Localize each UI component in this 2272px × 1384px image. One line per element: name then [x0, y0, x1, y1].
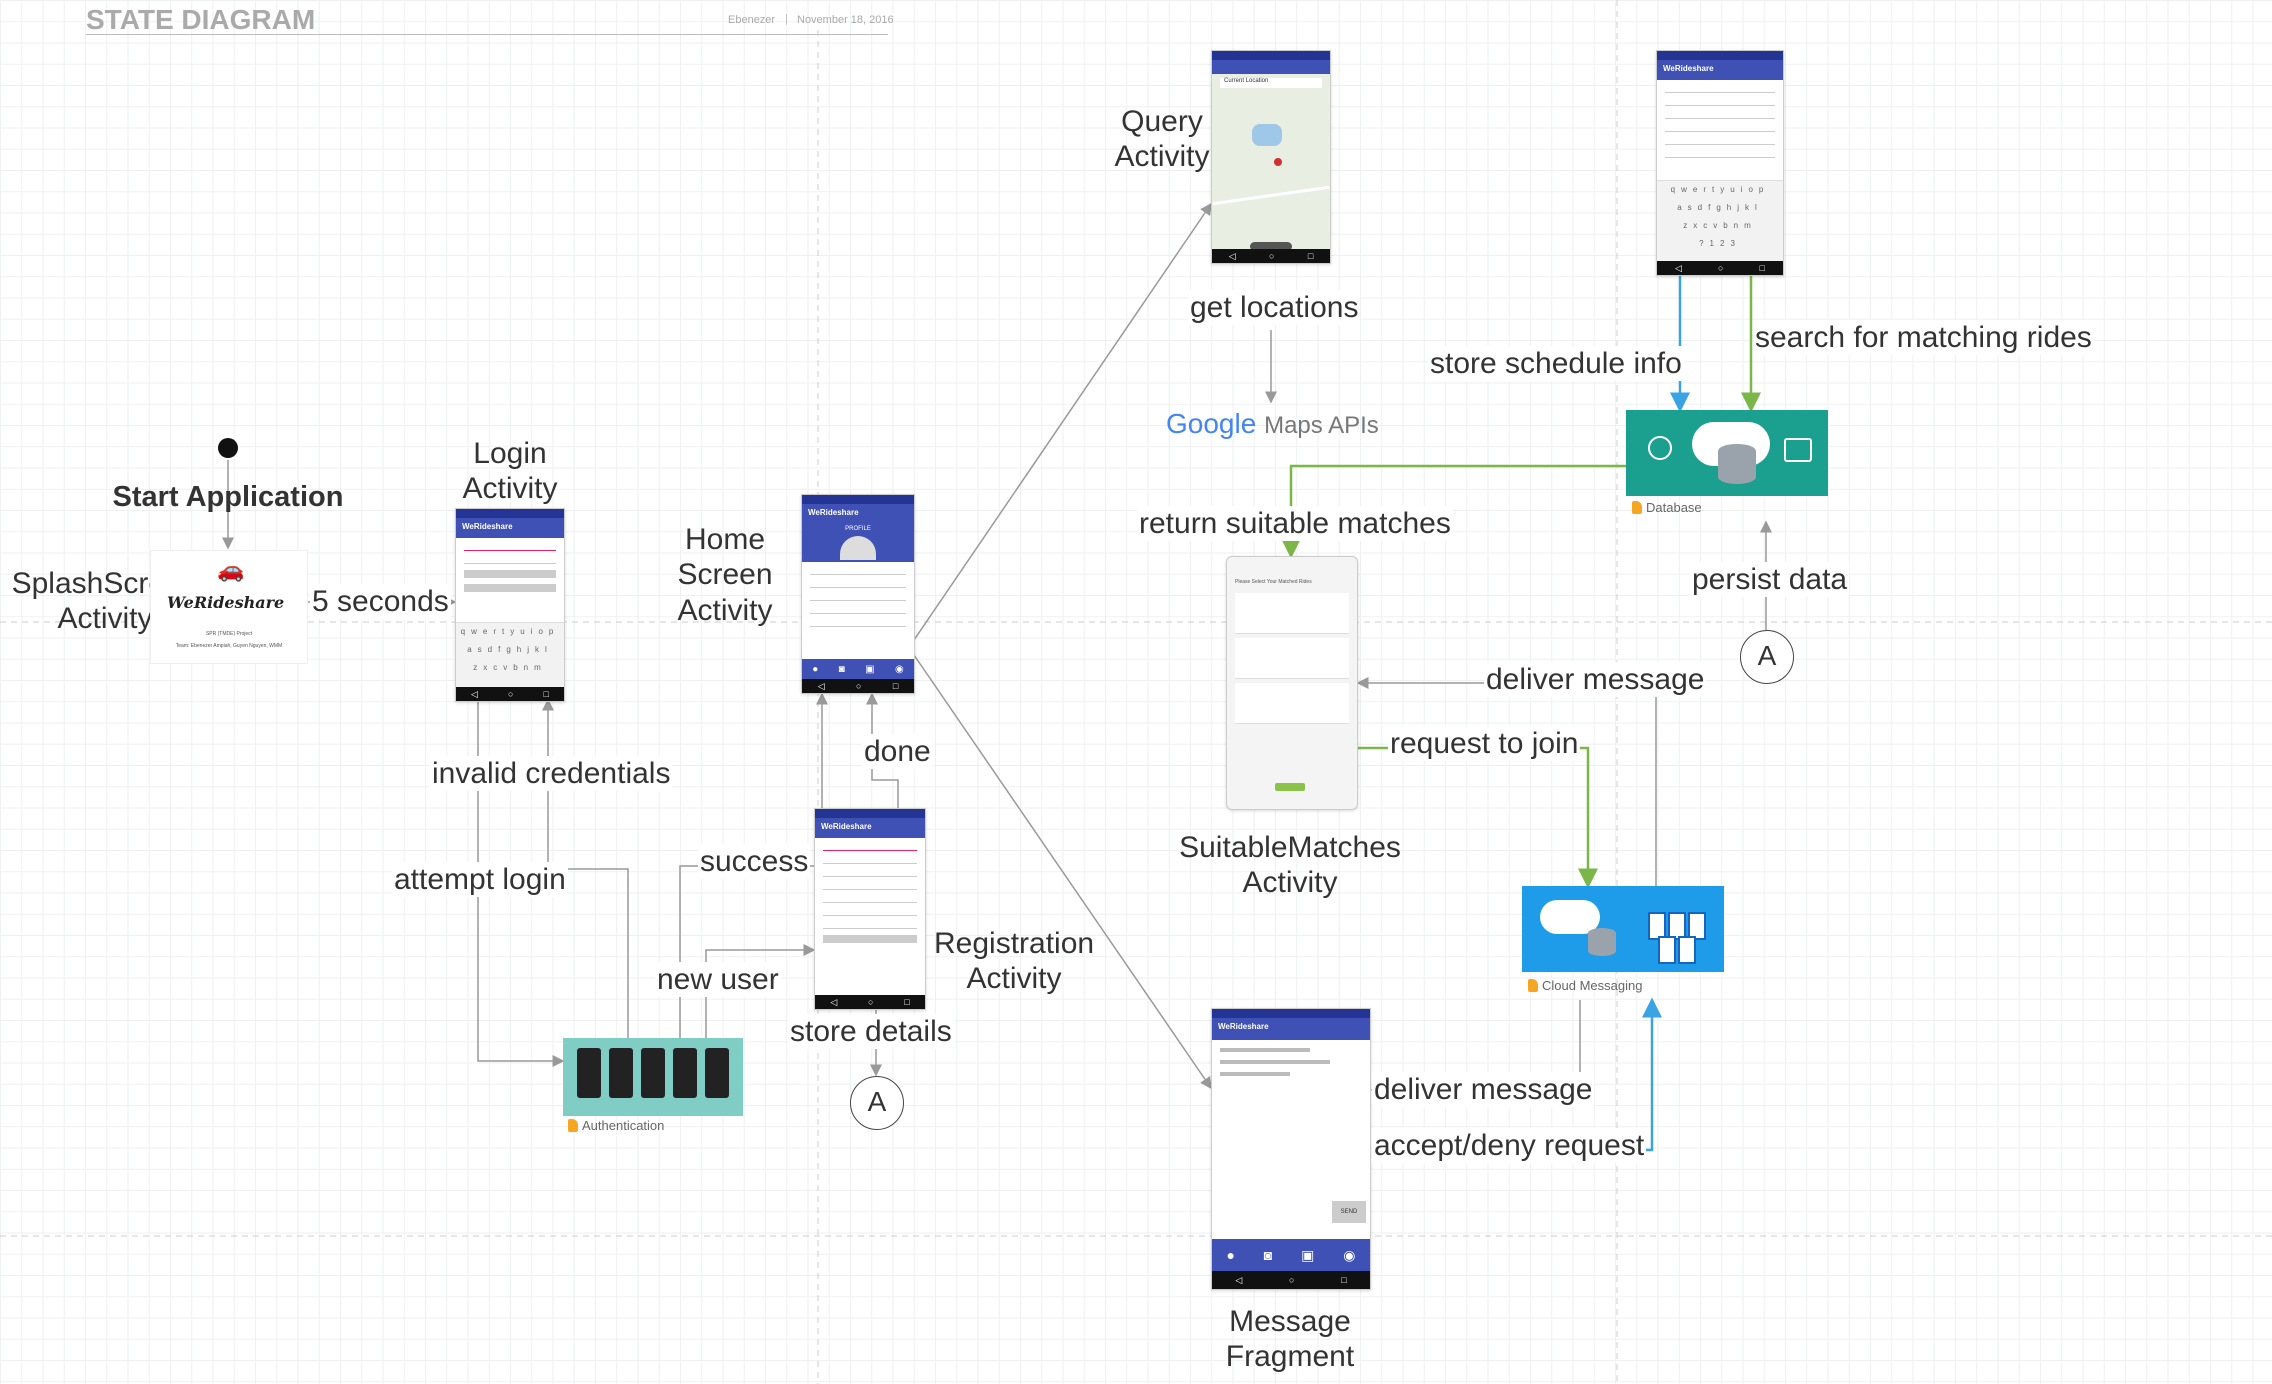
- home-app-bar: WeRideshare: [802, 504, 914, 524]
- connector-a-1: A: [850, 1076, 904, 1130]
- start-application-label: Start Application: [112, 481, 344, 513]
- login-screen: WeRideshare qwertyuiop asdfghjkl zxcvbnm…: [455, 508, 565, 702]
- edge-label-search-matching-rides: search for matching rides: [1753, 320, 2094, 356]
- edge-attempt-login: [477, 700, 565, 1067]
- schedule-screen: WeRideshare qwertyuiop asdfghjkl zxcvbnm…: [1656, 50, 1784, 276]
- page-title: STATE DIAGRAM: [86, 4, 316, 35]
- edge-home-message: [913, 654, 1212, 1090]
- database-caption: Database: [1632, 500, 1702, 515]
- edge-label-attempt-login: attempt login: [392, 862, 568, 898]
- authentication-caption: Authentication: [568, 1118, 664, 1133]
- edge-label-invalid-credentials: invalid credentials: [430, 756, 673, 792]
- edge-label-done: done: [862, 734, 933, 770]
- message-app-bar: WeRideshare: [1212, 1018, 1370, 1040]
- registration-app-bar: WeRideshare: [815, 818, 925, 838]
- message-fragment-label: Message Fragment: [1225, 1305, 1355, 1374]
- database-service: [1626, 410, 1828, 496]
- firebase-icon: [1632, 501, 1642, 514]
- home-profile-title: PROFILE: [845, 526, 871, 532]
- authentication-service: [563, 1038, 743, 1116]
- edge-label-new-user: new user: [655, 962, 781, 998]
- edge-label-get-locations: get locations: [1188, 290, 1361, 326]
- edge-home-query: [913, 202, 1212, 641]
- splash-caption-1: SPR (TMDE) Project: [205, 631, 253, 637]
- header-date: November 18, 2016: [797, 14, 894, 26]
- map-pin-icon: [1274, 158, 1282, 166]
- header-rule: [86, 34, 888, 35]
- cloud-messaging-caption: Cloud Messaging: [1528, 978, 1642, 993]
- edge-label-5-seconds: 5 seconds: [310, 584, 451, 620]
- edge-label-store-schedule-info: store schedule info: [1428, 346, 1684, 382]
- database-icon: [1588, 928, 1616, 956]
- google-maps-apis: Google Maps APIs: [1166, 408, 1379, 440]
- suitable-matches-label: SuitableMatches Activity: [1179, 831, 1401, 900]
- home-screen: WeRideshare PROFILE ●◙▣◉ ◁○□: [801, 494, 915, 694]
- edge-label-request-to-join: request to join: [1388, 726, 1581, 762]
- database-icon: [1718, 444, 1756, 484]
- splash-screen-image: 🚗 WeRideshare SPR (TMDE) Project Team: E…: [150, 550, 308, 664]
- edge-label-deliver-message-2: deliver message: [1372, 1072, 1595, 1108]
- cloud-icon: [1540, 900, 1600, 934]
- login-label: Login Activity: [462, 437, 558, 506]
- header-separator: |: [785, 13, 788, 25]
- edge-label-persist-data: persist data: [1690, 562, 1850, 598]
- firebase-icon: [1528, 979, 1538, 992]
- google-logo-text: Google: [1166, 408, 1257, 439]
- query-label: Query Activity: [1114, 105, 1210, 174]
- edge-label-return-suitable-matches: return suitable matches: [1137, 506, 1453, 542]
- suitable-matches-screen: Please Select Your Matched Rides: [1226, 556, 1358, 810]
- clock-icon: [1648, 436, 1672, 460]
- connector-a-2: A: [1740, 630, 1794, 684]
- maps-apis-text: Maps APIs: [1264, 412, 1379, 439]
- header-author: Ebenezer: [728, 14, 776, 26]
- firebase-icon: [568, 1119, 578, 1132]
- home-label: Home Screen Activity: [677, 523, 773, 627]
- server-icon: [1784, 438, 1812, 462]
- cloud-messaging-service: [1522, 886, 1724, 972]
- car-icon: 🚗: [217, 557, 245, 582]
- message-screen: WeRideshare SEND ●◙▣◉ ◁○□: [1211, 1008, 1371, 1290]
- edge-label-success: success: [698, 844, 811, 880]
- edge-label-deliver-message-1: deliver message: [1484, 662, 1707, 698]
- edge-label-accept-deny-request: accept/deny request: [1372, 1128, 1647, 1164]
- registration-label: Registration Activity: [934, 927, 1095, 996]
- suitable-heading: Please Select Your Matched Rides: [1235, 579, 1312, 585]
- query-search-input: Current Location: [1220, 78, 1322, 88]
- splash-logo-text: WeRideshare: [167, 593, 285, 612]
- schedule-app-bar: WeRideshare: [1657, 60, 1783, 80]
- login-app-bar: WeRideshare: [456, 518, 564, 538]
- registration-screen: WeRideshare ◁○□: [814, 808, 926, 1010]
- splash-caption-2: Team: Ebenezer Ampiah, Guyen Nguyen, WMM: [175, 643, 283, 649]
- avatar: [840, 536, 876, 560]
- query-screen: Current Location ◁○□: [1211, 50, 1331, 264]
- edge-label-store-details: store details: [788, 1014, 954, 1050]
- edge-new-user: [705, 944, 816, 1038]
- send-button[interactable]: SEND: [1332, 1201, 1366, 1223]
- map-view: Current Location: [1212, 74, 1330, 251]
- start-dot: [218, 438, 238, 458]
